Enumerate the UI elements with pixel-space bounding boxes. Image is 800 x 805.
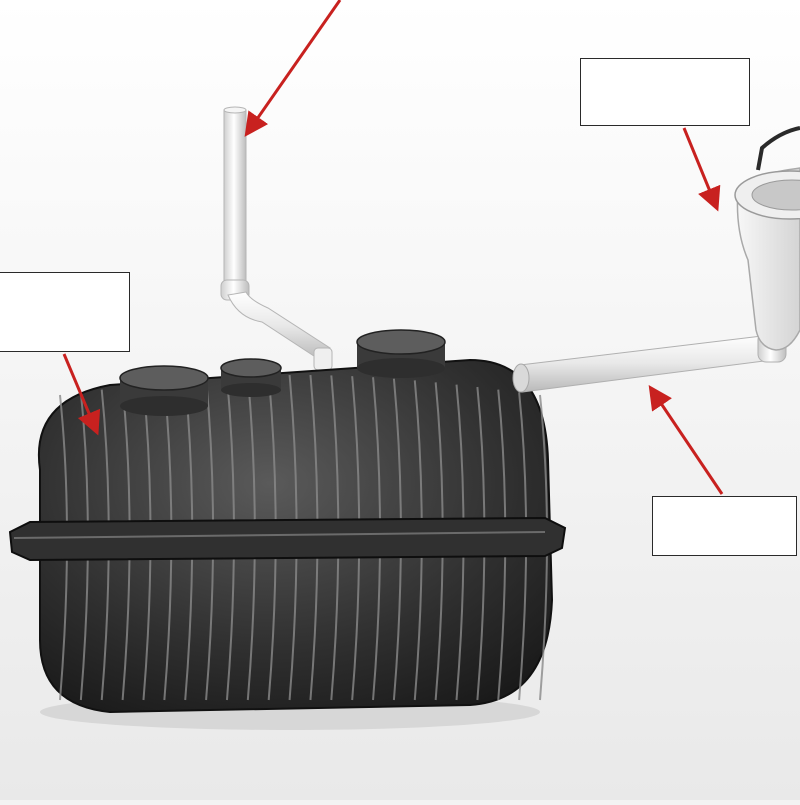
label-box-left	[0, 272, 130, 352]
arrow-to-vent-pipe	[244, 0, 342, 137]
annotation-arrows	[62, 0, 724, 495]
tank-lids	[119, 329, 446, 416]
lid-right	[356, 329, 446, 378]
inlet-pipe	[512, 331, 787, 393]
toilet-illustration	[734, 126, 800, 351]
lid-middle	[220, 358, 282, 397]
arrow-to-tank	[62, 353, 101, 436]
lid-left	[119, 365, 209, 416]
vent-pipe	[220, 106, 333, 371]
arrow-to-inlet-pipe	[648, 385, 724, 495]
septic-tank	[8, 358, 567, 714]
arrow-to-toilet	[682, 127, 721, 212]
label-box-right	[652, 496, 797, 556]
label-box-top-right	[580, 58, 750, 126]
